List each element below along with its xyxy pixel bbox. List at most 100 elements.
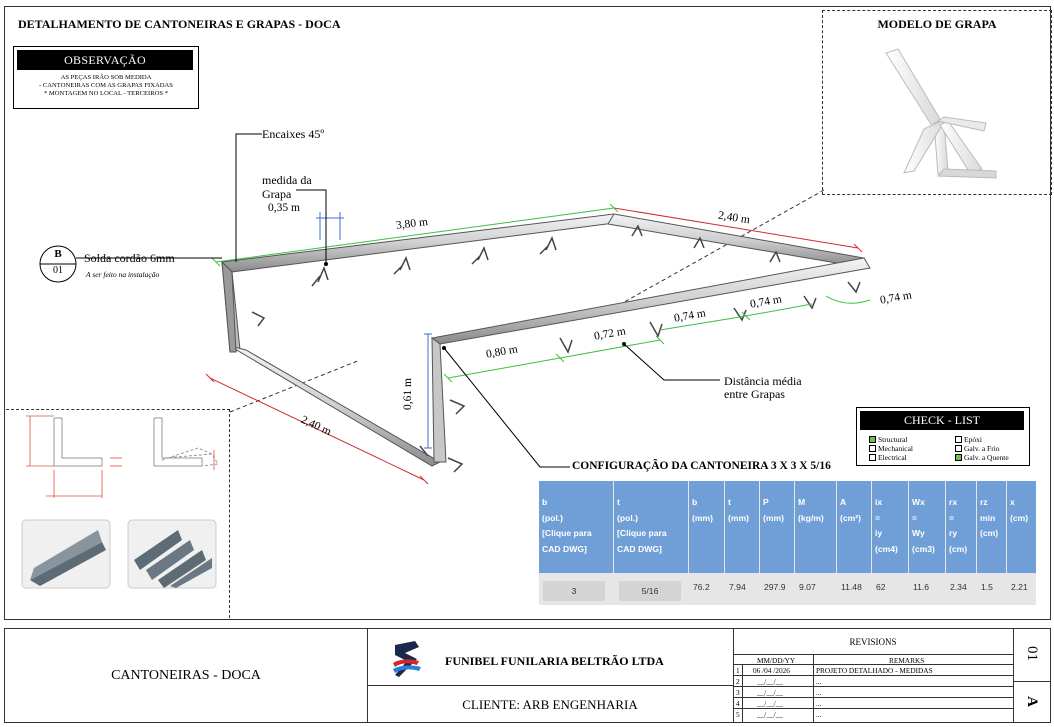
table-header: rx=ry(cm) — [946, 481, 977, 573]
drawing-frame — [4, 6, 1051, 620]
checklist-item-electrical[interactable]: Electrical — [869, 453, 907, 462]
table-cell: 11.6 — [913, 582, 930, 592]
leader-lines — [76, 133, 720, 468]
checkbox[interactable] — [869, 436, 876, 443]
observation-line: - CANTONEIRAS COM AS GRAPAS FIXADAS — [39, 82, 173, 89]
revision-remark: ... — [816, 677, 822, 686]
revision-date: __/__/__ — [757, 699, 783, 708]
table-cell: 11.48 — [841, 582, 862, 592]
section-marker-letter: B — [54, 248, 62, 260]
grapa — [311, 265, 329, 287]
company-logo-icon — [393, 641, 421, 677]
table-header: t(mm) — [725, 481, 760, 573]
revisions-remarks-header: REMARKS — [889, 656, 925, 665]
leader-distancia — [623, 343, 720, 381]
grapa — [419, 445, 429, 457]
company-name: FUNIBEL FUNILARIA BELTRÃO LTDA — [445, 654, 664, 668]
grapa — [559, 337, 573, 354]
checkbox[interactable] — [869, 454, 876, 461]
angle-frame — [220, 213, 871, 467]
checklist-item-epoxi[interactable]: Epóxi — [955, 435, 982, 444]
checklist-item-galv-quente[interactable]: Galv. a Quente — [955, 453, 1009, 462]
table-header: x(cm) — [1007, 481, 1036, 573]
revision-number: 1 — [736, 666, 740, 675]
distancia-label: Distância média — [724, 374, 802, 388]
section-leader-dashed — [229, 359, 361, 413]
section-marker-number: 01 — [53, 265, 63, 276]
table-header: P(mm) — [760, 481, 795, 573]
table-cell: 76.2 — [693, 582, 710, 592]
solda-label: Solda cordão 6mm — [84, 251, 175, 265]
leader-grapa — [296, 189, 327, 264]
table-cell: 2.21 — [1011, 582, 1028, 592]
checklist-header: CHECK - LIST — [860, 411, 1024, 430]
revision-date: __/__/__ — [757, 688, 783, 697]
revision-letter: A — [1024, 696, 1040, 707]
dim-line-074b — [745, 303, 813, 317]
checkbox[interactable] — [869, 445, 876, 452]
checklist-item-mechanical[interactable]: Mechanical — [869, 444, 913, 453]
observation-box: OBSERVAÇÃO AS PEÇAS IRÃO SOB MEDIDA - CA… — [13, 46, 199, 109]
grapa — [693, 236, 705, 249]
table-header: b(mm) — [689, 481, 725, 573]
observation-line: * MONTAGEM NO LOCAL - TERCEIROS * — [43, 90, 169, 97]
grapa — [539, 236, 557, 255]
dim-line-074c — [825, 295, 871, 304]
distancia-label-2: entre Grapas — [724, 387, 785, 401]
checklist-box: CHECK - LIST Structural Epóxi Mechanical… — [856, 407, 1030, 466]
revision-date: __/__/__ — [757, 710, 783, 719]
dim-line-top-right — [613, 207, 859, 249]
angle-top-front — [430, 257, 871, 345]
table-cell: 7.94 — [729, 582, 746, 592]
revision-number: 4 — [736, 699, 740, 708]
checklist-item-structural[interactable]: Structural — [869, 435, 908, 444]
dim-line-074a — [659, 315, 747, 331]
dim-line-080 — [447, 357, 561, 379]
grapa — [447, 457, 464, 473]
table-cell: 62 — [876, 582, 886, 592]
grapa — [769, 250, 781, 263]
leader-config — [443, 347, 570, 468]
revision-number: 5 — [736, 710, 740, 719]
table-header: Wx=Wy(cm3) — [909, 481, 946, 573]
title-block: CANTONEIRAS - DOCA FUNIBEL FUNILARIA BEL… — [4, 628, 1051, 723]
angle-corner — [221, 260, 237, 353]
section-marker — [39, 245, 77, 283]
cad-dwg-t-button[interactable]: 5/16 — [619, 581, 681, 601]
encaixes-label: Encaixes 45º — [262, 127, 325, 141]
checklist-item-galv-frio[interactable]: Galv. a Frio — [955, 444, 1000, 453]
grapa — [847, 281, 861, 294]
revision-number: 3 — [736, 688, 740, 697]
revision-date: __/__/__ — [757, 677, 783, 686]
sheet-number: 01 — [1024, 646, 1040, 661]
grapa — [471, 246, 489, 265]
revision-remark: PROJETO DETALHADO - MEDIDAS — [816, 666, 933, 675]
observation-header: OBSERVAÇÃO — [17, 50, 193, 70]
checkbox[interactable] — [955, 454, 962, 461]
revision-remark: ... — [816, 688, 822, 697]
solda-note: A ser feito na instalação — [86, 270, 160, 279]
dimension-lines — [205, 203, 871, 485]
grapa — [733, 307, 747, 322]
table-cell: 1.5 — [981, 582, 993, 592]
grapa — [649, 321, 663, 338]
config-title: CONFIGURAÇÃO DA CANTONEIRA 3 X 3 X 5/16 — [572, 460, 831, 472]
angle-front-post — [431, 336, 447, 463]
table-header: ix=iy(cm4) — [872, 481, 909, 573]
checkbox[interactable] — [955, 436, 962, 443]
checkbox[interactable] — [955, 445, 962, 452]
revision-remark: ... — [816, 699, 822, 708]
observation-line: AS PEÇAS IRÃO SOB MEDIDA — [60, 74, 152, 81]
revision-date: 06 /04 /2026 — [753, 666, 790, 675]
cad-dwg-b-button[interactable]: 3 — [543, 581, 605, 601]
dim-line-front-left — [209, 377, 425, 481]
grapa-render — [885, 48, 997, 179]
grapa-measure-label-2: Grapa — [262, 187, 292, 201]
angle-section-box — [6, 409, 230, 618]
grapa — [251, 311, 266, 327]
grapa — [631, 224, 643, 237]
table-header: A(cm²) — [837, 481, 872, 573]
revisions-title: REVISIONS — [849, 637, 897, 647]
